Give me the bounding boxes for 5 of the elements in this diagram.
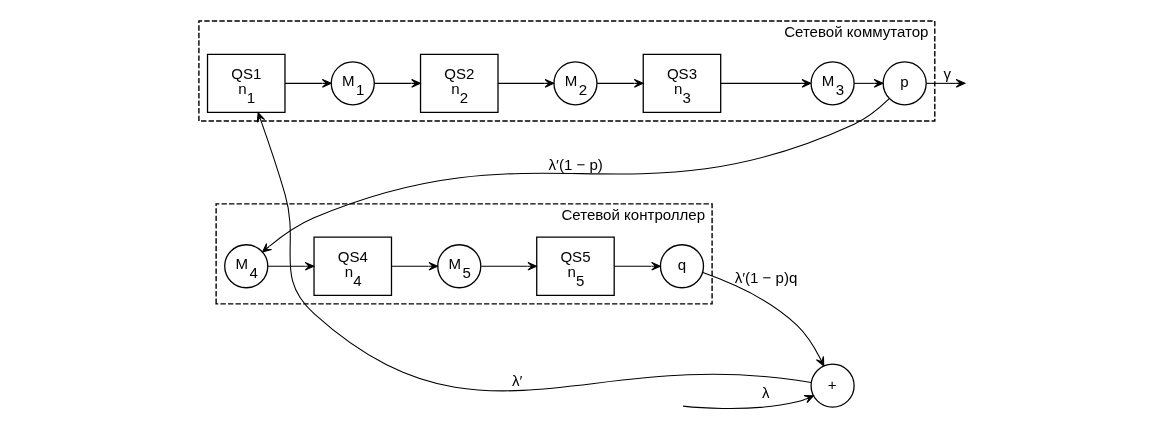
edge-label: λ′(1 − p): [548, 155, 603, 173]
edge-label: λ: [762, 383, 770, 401]
edge-label: γ: [943, 65, 951, 83]
edge-label: λ′(1 − p)q: [734, 268, 798, 286]
edge-label: λ′: [511, 371, 523, 389]
